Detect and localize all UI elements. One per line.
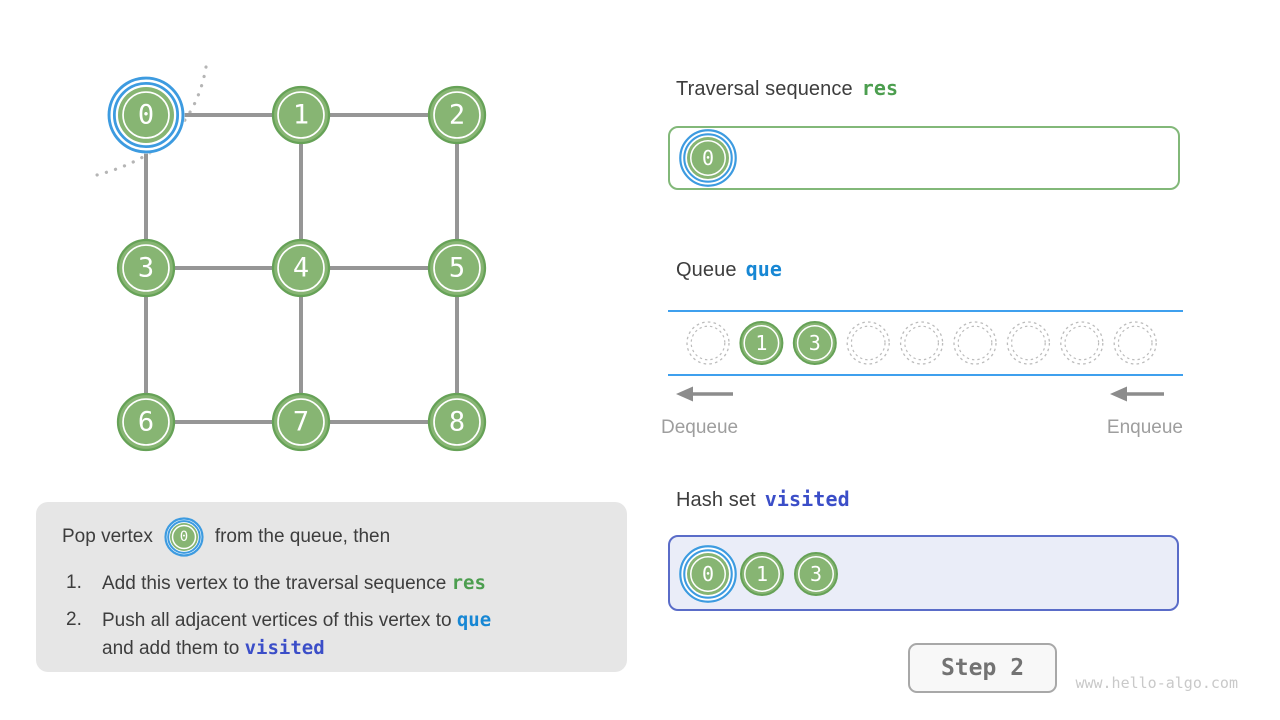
- svg-text:6: 6: [138, 407, 154, 438]
- description-item-1-text: Add this vertex to the traversal sequenc…: [102, 570, 486, 598]
- svg-text:2: 2: [449, 100, 465, 131]
- svg-text:8: 8: [449, 407, 465, 438]
- inline-node-0: 0: [163, 516, 205, 558]
- graph-node-4: 4: [271, 238, 331, 298]
- visited-title-text: Hash set: [676, 489, 756, 511]
- graph-nodes: 0 1 2 3 4 5 6 7 8: [107, 76, 487, 452]
- graph-node-7: 7: [271, 392, 331, 452]
- queue-title: Queue que: [676, 257, 782, 282]
- graph-node-0: 0: [107, 76, 185, 154]
- enqueue-label: Enqueue: [1106, 417, 1183, 438]
- item-1-body: Add this vertex to the traversal sequenc…: [102, 573, 452, 594]
- queue-node-3: 3: [792, 321, 837, 365]
- site-watermark: www.hello-algo.com: [1075, 674, 1238, 692]
- item-2-body-2: and add them to: [102, 637, 245, 659]
- svg-text:3: 3: [809, 331, 821, 355]
- svg-text:1: 1: [755, 331, 767, 355]
- enqueue-arrow: [1110, 386, 1164, 402]
- description-item-1: 1. Add this vertex to the traversal sequ…: [62, 570, 609, 598]
- queue-empty-slot-4: [899, 321, 944, 365]
- svg-text:0: 0: [180, 529, 188, 545]
- res-code-label: res: [861, 76, 899, 100]
- dequeue-label: Dequeue: [661, 417, 739, 438]
- visited-set-box: [668, 535, 1179, 611]
- pop-suffix-text: from the queue, then: [214, 526, 391, 547]
- inline-node-glyph: 0: [164, 517, 204, 557]
- item-1-code-res: res: [451, 572, 486, 594]
- queue-empty-slot-7: [1060, 321, 1104, 365]
- visited-code-label: visited: [764, 487, 850, 511]
- graph-node-8: 8: [427, 392, 487, 452]
- queue-node-1: 1: [739, 321, 784, 365]
- list-number: 1.: [66, 572, 82, 593]
- item-2-body-1: Push all adjacent vertices of this verte…: [102, 609, 457, 631]
- graph-edges: [144, 113, 459, 424]
- queue-empty-slot-3: [846, 321, 890, 365]
- res-title: Traversal sequence res: [676, 76, 898, 101]
- svg-text:4: 4: [293, 253, 309, 284]
- graph-node-5: 5: [427, 238, 487, 298]
- queue-code-label: que: [745, 257, 782, 281]
- svg-text:1: 1: [293, 100, 309, 131]
- svg-text:7: 7: [293, 407, 309, 438]
- description-box: Pop vertex 0 from the queue, then 1. Add…: [36, 502, 627, 672]
- graph-node-3: 3: [116, 238, 176, 298]
- svg-text:0: 0: [138, 100, 154, 131]
- graph-node-6: 6: [116, 392, 176, 452]
- graph-node-1: 1: [271, 85, 331, 145]
- description-item-2-text: Push all adjacent vertices of this verte…: [102, 607, 491, 663]
- list-number: 2.: [66, 608, 82, 630]
- queue-empty-slot-0: [686, 321, 730, 365]
- description-item-2: 2. Push all adjacent vertices of this ve…: [62, 607, 609, 663]
- res-title-text: Traversal sequence: [676, 78, 853, 100]
- traversal-sequence-box: [668, 126, 1180, 190]
- step-button[interactable]: Step 2: [908, 643, 1057, 693]
- pop-prefix-text: Pop vertex: [62, 526, 153, 547]
- level-arc: [95, 65, 208, 177]
- queue-empty-slot-5: [953, 321, 997, 365]
- svg-text:5: 5: [449, 253, 465, 284]
- visited-title: Hash set visited: [676, 487, 850, 512]
- item-2-code-visited: visited: [244, 636, 325, 659]
- description-pop-line: Pop vertex 0 from the queue, then: [62, 513, 609, 561]
- dequeue-arrow: [676, 386, 733, 402]
- graph-node-2: 2: [427, 85, 487, 145]
- queue-empty-slot-8: [1113, 321, 1157, 365]
- item-2-code-que: que: [456, 608, 492, 631]
- queue-empty-slot-6: [1006, 321, 1051, 365]
- svg-text:3: 3: [138, 253, 154, 284]
- queue-title-text: Queue: [676, 259, 737, 281]
